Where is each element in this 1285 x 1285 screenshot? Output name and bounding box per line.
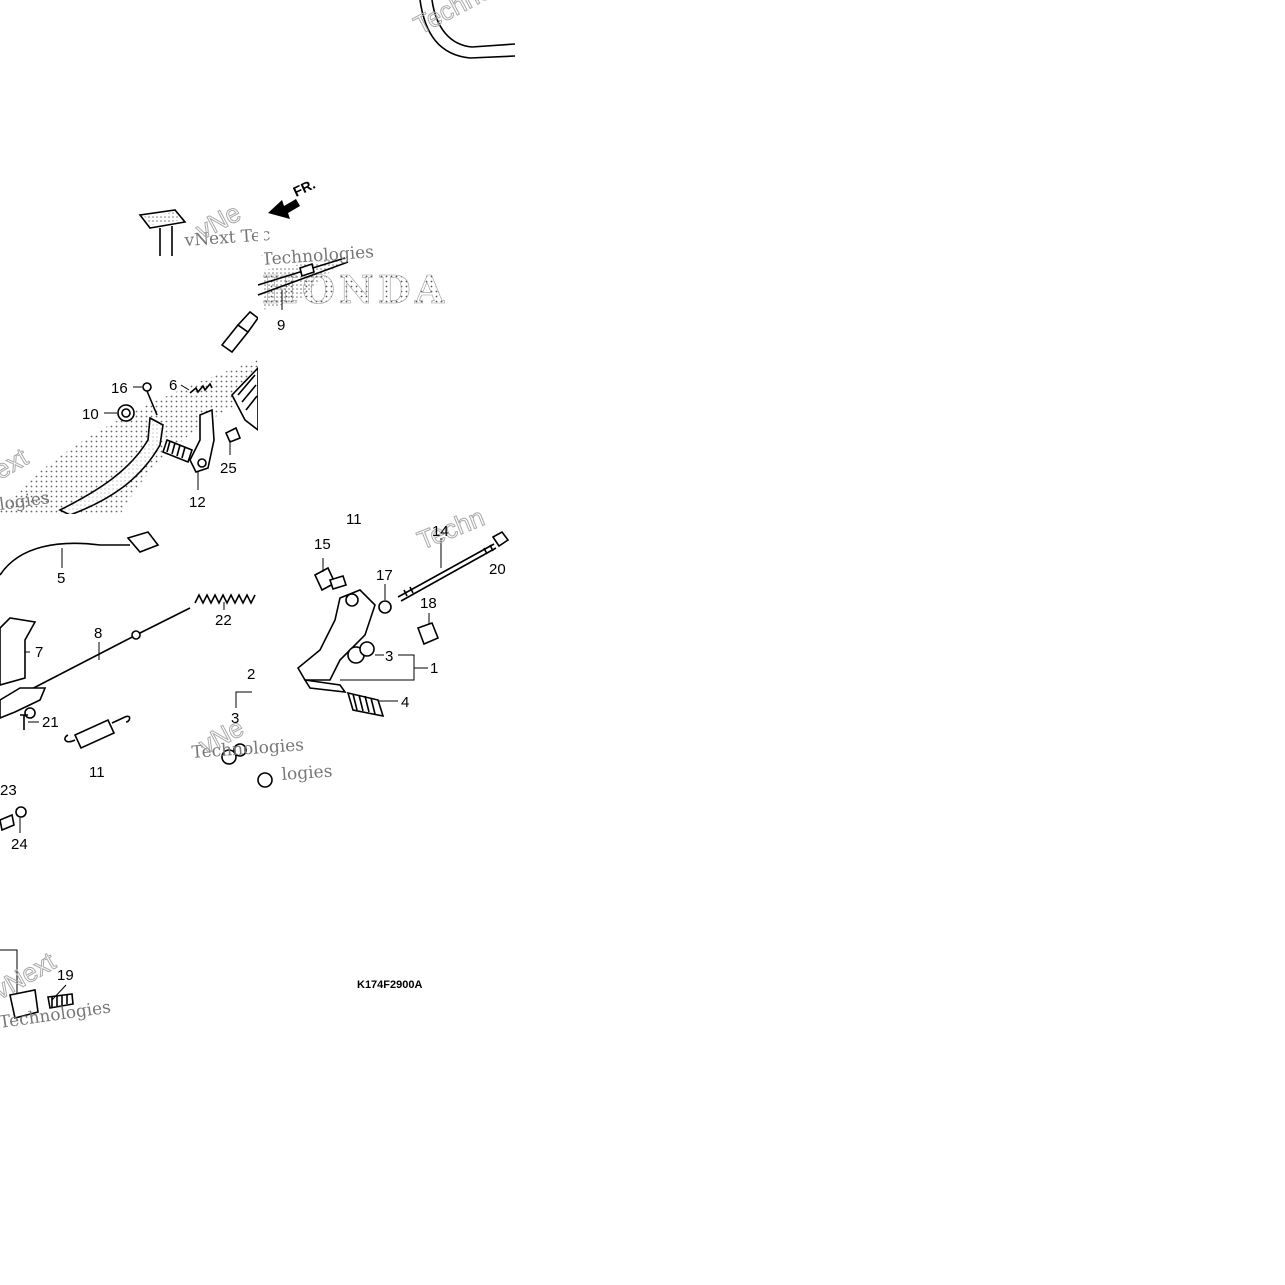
shift-lever-assembly [296, 530, 510, 718]
pin-25 [224, 426, 242, 444]
callout-20: 20 [489, 561, 506, 578]
callout-2: 2 [247, 666, 255, 683]
callout-5: 5 [57, 570, 65, 587]
svg-text:Technologies: Technologies [261, 242, 375, 270]
cable-5 [0, 542, 130, 576]
bolt-16 [142, 382, 158, 416]
callout-1: 1 [430, 660, 438, 677]
callout-17: 17 [376, 567, 393, 584]
wing-watermark [0, 360, 258, 515]
callout-19: 19 [57, 967, 74, 984]
callout-11-bottom: 11 [89, 764, 105, 781]
drawing-code: K174F2900A [357, 979, 422, 991]
cable-5-end [126, 531, 160, 553]
svg-text:logies: logies [281, 761, 333, 784]
cable-clip [299, 262, 315, 278]
callout-24: 24 [11, 836, 28, 853]
callout-15: 15 [314, 536, 331, 553]
spring-22 [194, 593, 256, 605]
callout-23: 23 [0, 782, 17, 799]
pin-21 [20, 714, 28, 730]
callout-3-left: 3 [231, 710, 239, 727]
spring-6 [189, 382, 213, 394]
callout-3-right: 3 [385, 648, 393, 665]
bracket-lead [0, 949, 18, 1000]
callout-22: 22 [215, 612, 232, 629]
leader-lines [19, 290, 442, 1001]
callout-7: 7 [35, 644, 43, 661]
frame-tube-inner [431, 0, 516, 48]
callout-18: 18 [420, 595, 437, 612]
collar-group-2 [221, 691, 273, 788]
svg-text:Techno: Techno [409, 0, 497, 40]
callout-9: 9 [277, 317, 285, 334]
callouts: 9 16 6 10 25 12 11 15 14 20 17 18 5 22 8… [0, 317, 506, 984]
callout-10: 10 [82, 406, 99, 423]
frame-tube-outer [419, 0, 516, 59]
svg-text:ext: ext [0, 441, 34, 485]
brake-switch [220, 310, 260, 354]
front-direction-arrow: FR. [268, 176, 318, 219]
callout-12: 12 [189, 494, 206, 511]
arm-12 [189, 408, 215, 473]
direction-label: FR. [291, 176, 318, 200]
callout-25: 25 [220, 460, 237, 477]
callout-11-top: 11 [346, 511, 362, 528]
spring-11 [64, 715, 131, 750]
brake-pedal [138, 209, 187, 256]
nut-10 [117, 404, 135, 422]
bracket-7 [0, 617, 37, 686]
lower-lever [0, 687, 47, 719]
pedal-shaft [162, 438, 193, 464]
callout-8: 8 [94, 625, 102, 642]
callout-6: 6 [169, 377, 177, 394]
rod-8 [19, 607, 191, 696]
bolts-23-24 [0, 806, 27, 832]
callout-16: 16 [111, 380, 128, 397]
callout-14: 14 [432, 523, 449, 540]
cable-9-b [257, 261, 349, 296]
callout-21: 21 [42, 714, 59, 731]
callout-4: 4 [401, 694, 409, 711]
